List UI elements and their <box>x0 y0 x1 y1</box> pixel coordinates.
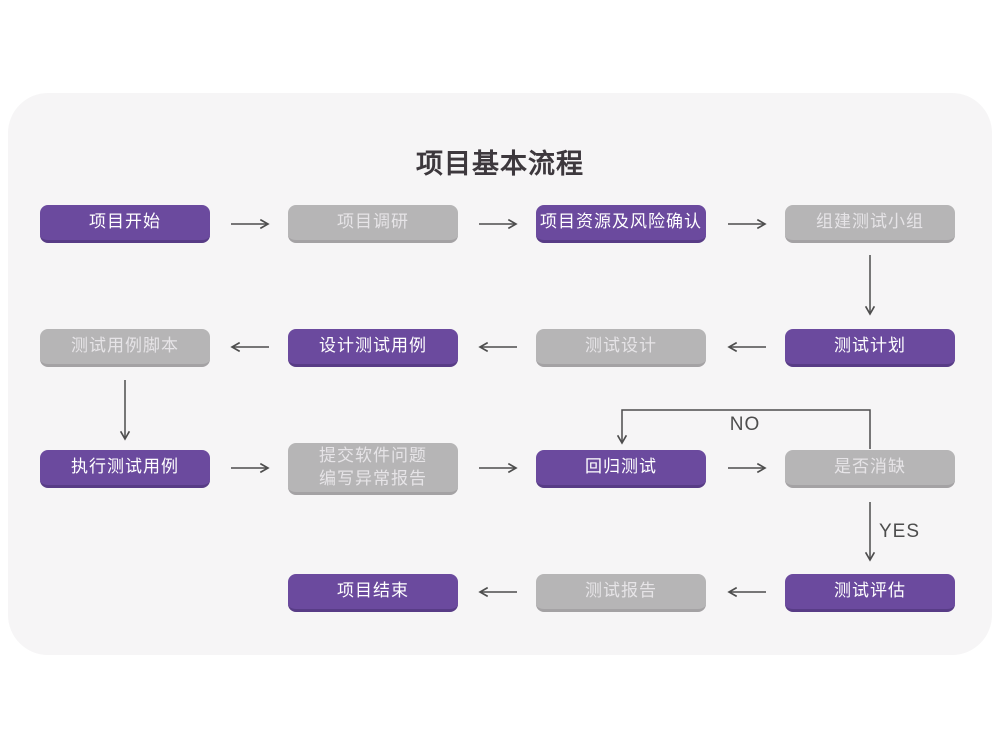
node-defect-cleared: 是否消缺 <box>785 450 955 488</box>
edge-label-no: NO <box>729 414 761 435</box>
node-test-report: 测试报告 <box>536 574 706 612</box>
node-design-cases: 设计测试用例 <box>288 329 458 367</box>
node-execute-cases: 执行测试用例 <box>40 450 210 488</box>
node-project-end: 项目结束 <box>288 574 458 612</box>
node-project-research: 项目调研 <box>288 205 458 243</box>
node-test-design: 测试设计 <box>536 329 706 367</box>
node-case-script: 测试用例脚本 <box>40 329 210 367</box>
edge-label-yes: YES <box>879 521 921 542</box>
node-test-evaluation: 测试评估 <box>785 574 955 612</box>
node-project-start: 项目开始 <box>40 205 210 243</box>
diagram-title: 项目基本流程 <box>416 149 584 179</box>
node-resources-risk: 项目资源及风险确认 <box>536 205 706 243</box>
node-build-team: 组建测试小组 <box>785 205 955 243</box>
node-regression-test: 回归测试 <box>536 450 706 488</box>
flowchart-card <box>8 93 992 655</box>
node-test-plan: 测试计划 <box>785 329 955 367</box>
node-submit-issues: 提交软件问题 编写异常报告 <box>288 443 458 495</box>
